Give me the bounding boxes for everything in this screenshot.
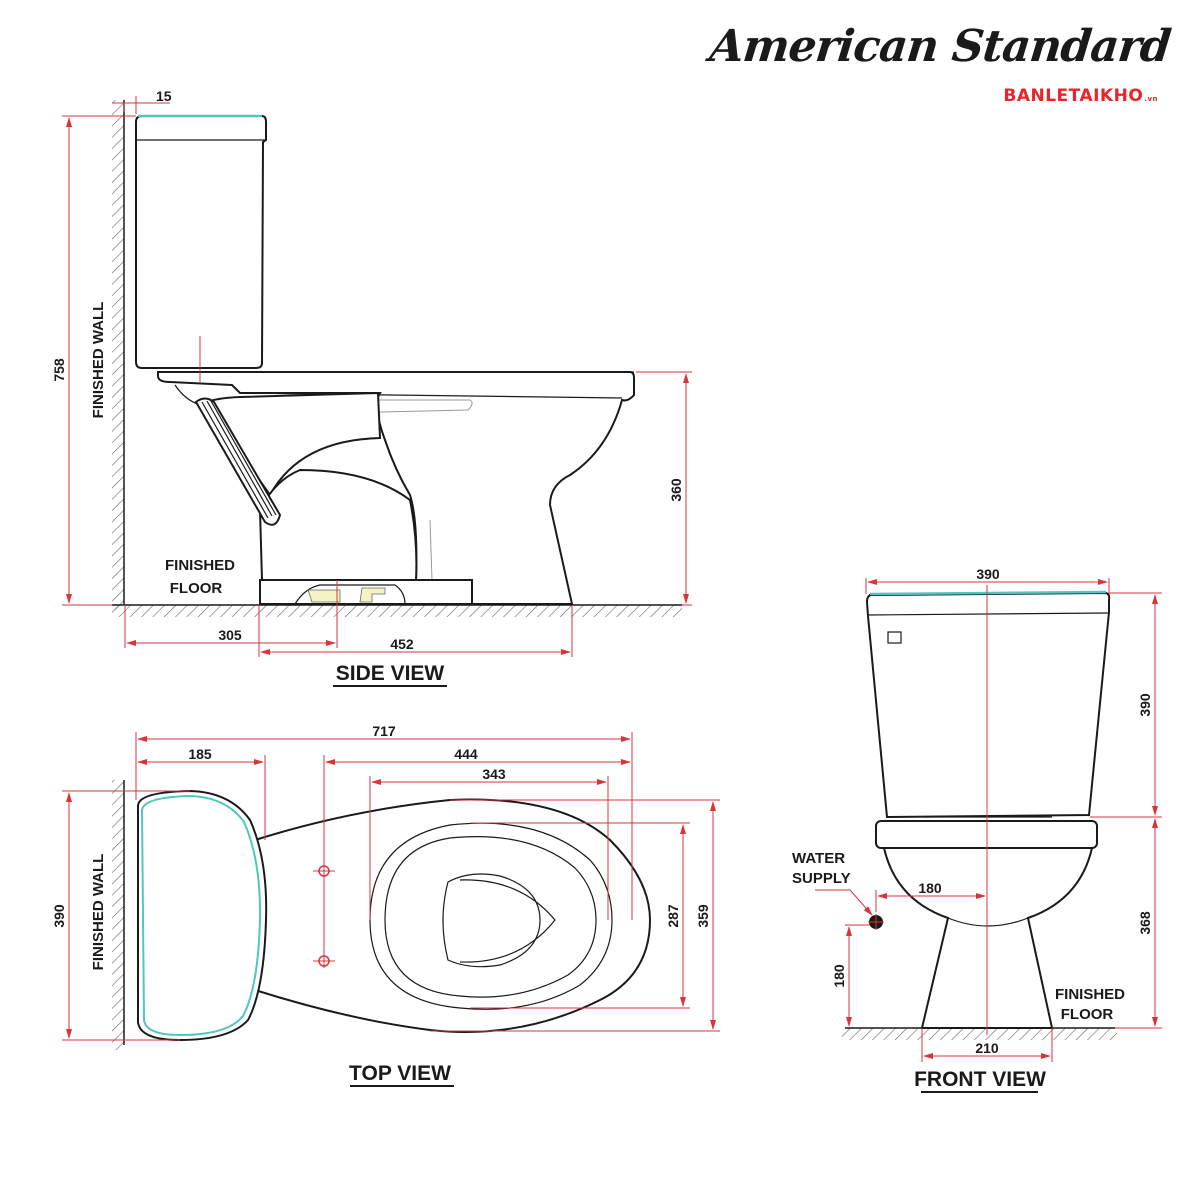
dim-label: 180 xyxy=(831,964,847,988)
finished-floor-label-2: FLOOR xyxy=(1061,1006,1114,1023)
flush-button-icon xyxy=(887,631,902,644)
finished-floor-label-2: FLOOR xyxy=(170,580,223,597)
dim-front-tank-width: 390 xyxy=(865,566,1110,594)
dim-label: 390 xyxy=(976,566,1000,582)
top-tank xyxy=(137,789,268,1042)
finished-wall-hatch xyxy=(112,100,124,610)
dim-label: 758 xyxy=(51,358,67,382)
dim-top-tank-width: 390 xyxy=(51,790,190,1041)
dim-side-wall-gap: 15 xyxy=(112,88,172,114)
dim-top-tank-depth: 185 xyxy=(137,746,266,840)
dim-top-bowl-width: 359 xyxy=(430,799,720,1032)
dim-side-seat-height: 360 xyxy=(636,371,692,606)
dim-label: 287 xyxy=(665,904,681,928)
finished-floor-label: FINISHED xyxy=(1055,986,1125,1003)
dim-label: 717 xyxy=(372,723,396,739)
dim-label: 452 xyxy=(390,636,414,652)
side-view-title: SIDE VIEW xyxy=(336,662,445,685)
side-bowl xyxy=(157,371,635,605)
finished-floor-label: FINISHED xyxy=(165,557,235,574)
dim-label: 343 xyxy=(482,766,506,782)
dim-front-base-width: 210 xyxy=(921,1028,1053,1062)
finished-wall-label: FINISHED WALL xyxy=(90,302,107,419)
top-view-title: TOP VIEW xyxy=(349,1062,451,1085)
dim-side-rough-in: 305 xyxy=(124,580,338,648)
dim-label: 360 xyxy=(668,478,684,502)
dim-top-total-length: 717 xyxy=(135,723,633,920)
brand-sub-name: BANLETAIKHO xyxy=(1003,86,1144,106)
dim-label: 15 xyxy=(156,88,172,104)
dim-label: 444 xyxy=(454,746,478,762)
front-tank xyxy=(865,590,1111,819)
dim-front-supply-offset: 180 xyxy=(875,880,986,912)
dim-front-supply-height: 180 xyxy=(831,924,870,1027)
finished-floor-hatch xyxy=(112,605,682,617)
side-tank xyxy=(135,114,267,369)
dim-front-bowl-height: 368 xyxy=(1115,818,1162,1029)
dim-top-opening-length: 343 xyxy=(369,766,609,920)
dim-top-bowl-length: 444 xyxy=(323,746,631,858)
dim-top-rim-width: 287 xyxy=(470,822,690,1009)
dim-side-outlet-to-front: 452 xyxy=(258,605,573,657)
dim-label: 390 xyxy=(51,904,67,928)
dim-side-total-height: 758 xyxy=(51,115,136,606)
front-view: 390 390 368 WATER SUPPLY xyxy=(792,566,1162,1093)
brand-sub: BANLETAIKHO.vn xyxy=(1003,86,1158,106)
dim-label: 185 xyxy=(188,746,212,762)
top-wall-hatch xyxy=(112,780,124,1050)
side-view: 15 758 FINISHED WALL FINISHED FLOOR 360 … xyxy=(51,88,692,687)
water-supply-label: WATER xyxy=(792,850,845,867)
water-supply-label-2: SUPPLY xyxy=(792,870,851,887)
dim-label: 305 xyxy=(218,627,242,643)
dim-label: 368 xyxy=(1137,911,1153,935)
dim-label: 359 xyxy=(695,904,711,928)
top-view: 717 185 444 343 390 FINISHED WALL xyxy=(51,723,720,1087)
front-floor-hatch xyxy=(842,1028,1117,1040)
dim-label: 210 xyxy=(975,1040,999,1056)
finished-wall-label: FINISHED WALL xyxy=(90,854,107,971)
front-view-title: FRONT VIEW xyxy=(914,1068,1046,1091)
dim-label: 390 xyxy=(1137,693,1153,717)
brand-sub-suffix: .vn xyxy=(1144,95,1158,103)
water-supply: WATER SUPPLY xyxy=(792,850,884,930)
dim-front-tank-height: 390 xyxy=(1090,592,1162,818)
dim-label: 180 xyxy=(918,880,942,896)
